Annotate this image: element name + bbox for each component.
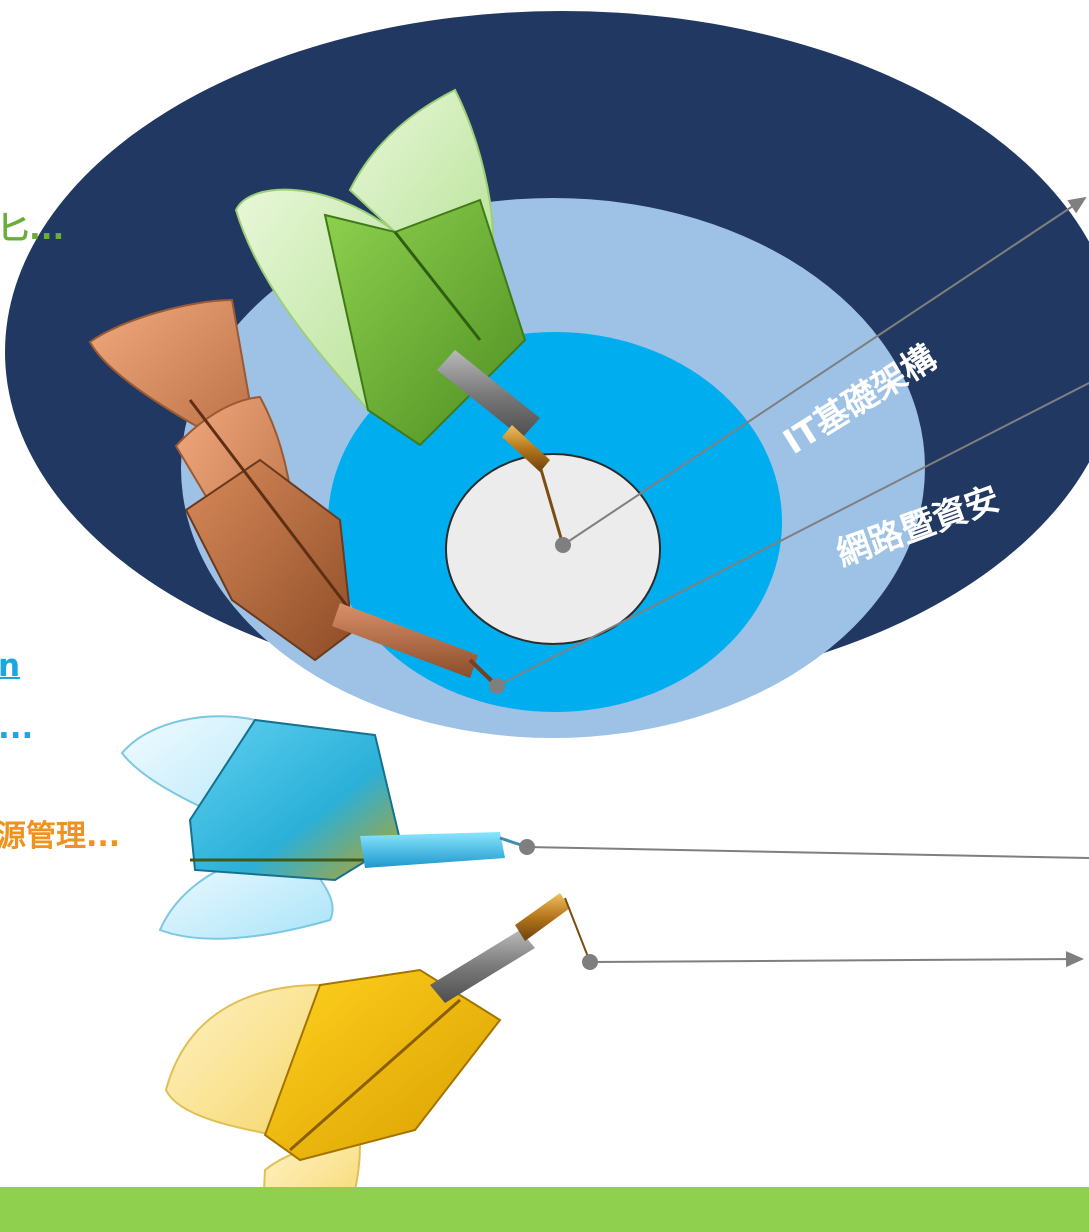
cyan-dart-icon [120,715,528,940]
label-cloud-platform: 雲平台應用 [780,797,960,839]
green-dart-icon [234,88,565,546]
yellow-dart-icon [164,893,591,1232]
bullseye [445,453,661,645]
leader-dots [489,537,598,970]
side-text-orange: 源管理... [0,819,121,854]
label-ai-data: AI數據應用 [650,899,835,941]
side-text-blue-link[interactable]: n [0,648,21,684]
side-text-green: 匕... [0,211,65,247]
orange-dart-icon [88,298,499,688]
leader-lines [496,196,1089,968]
bottom-bar [0,1187,1089,1232]
side-text-blue: ... [0,710,34,746]
